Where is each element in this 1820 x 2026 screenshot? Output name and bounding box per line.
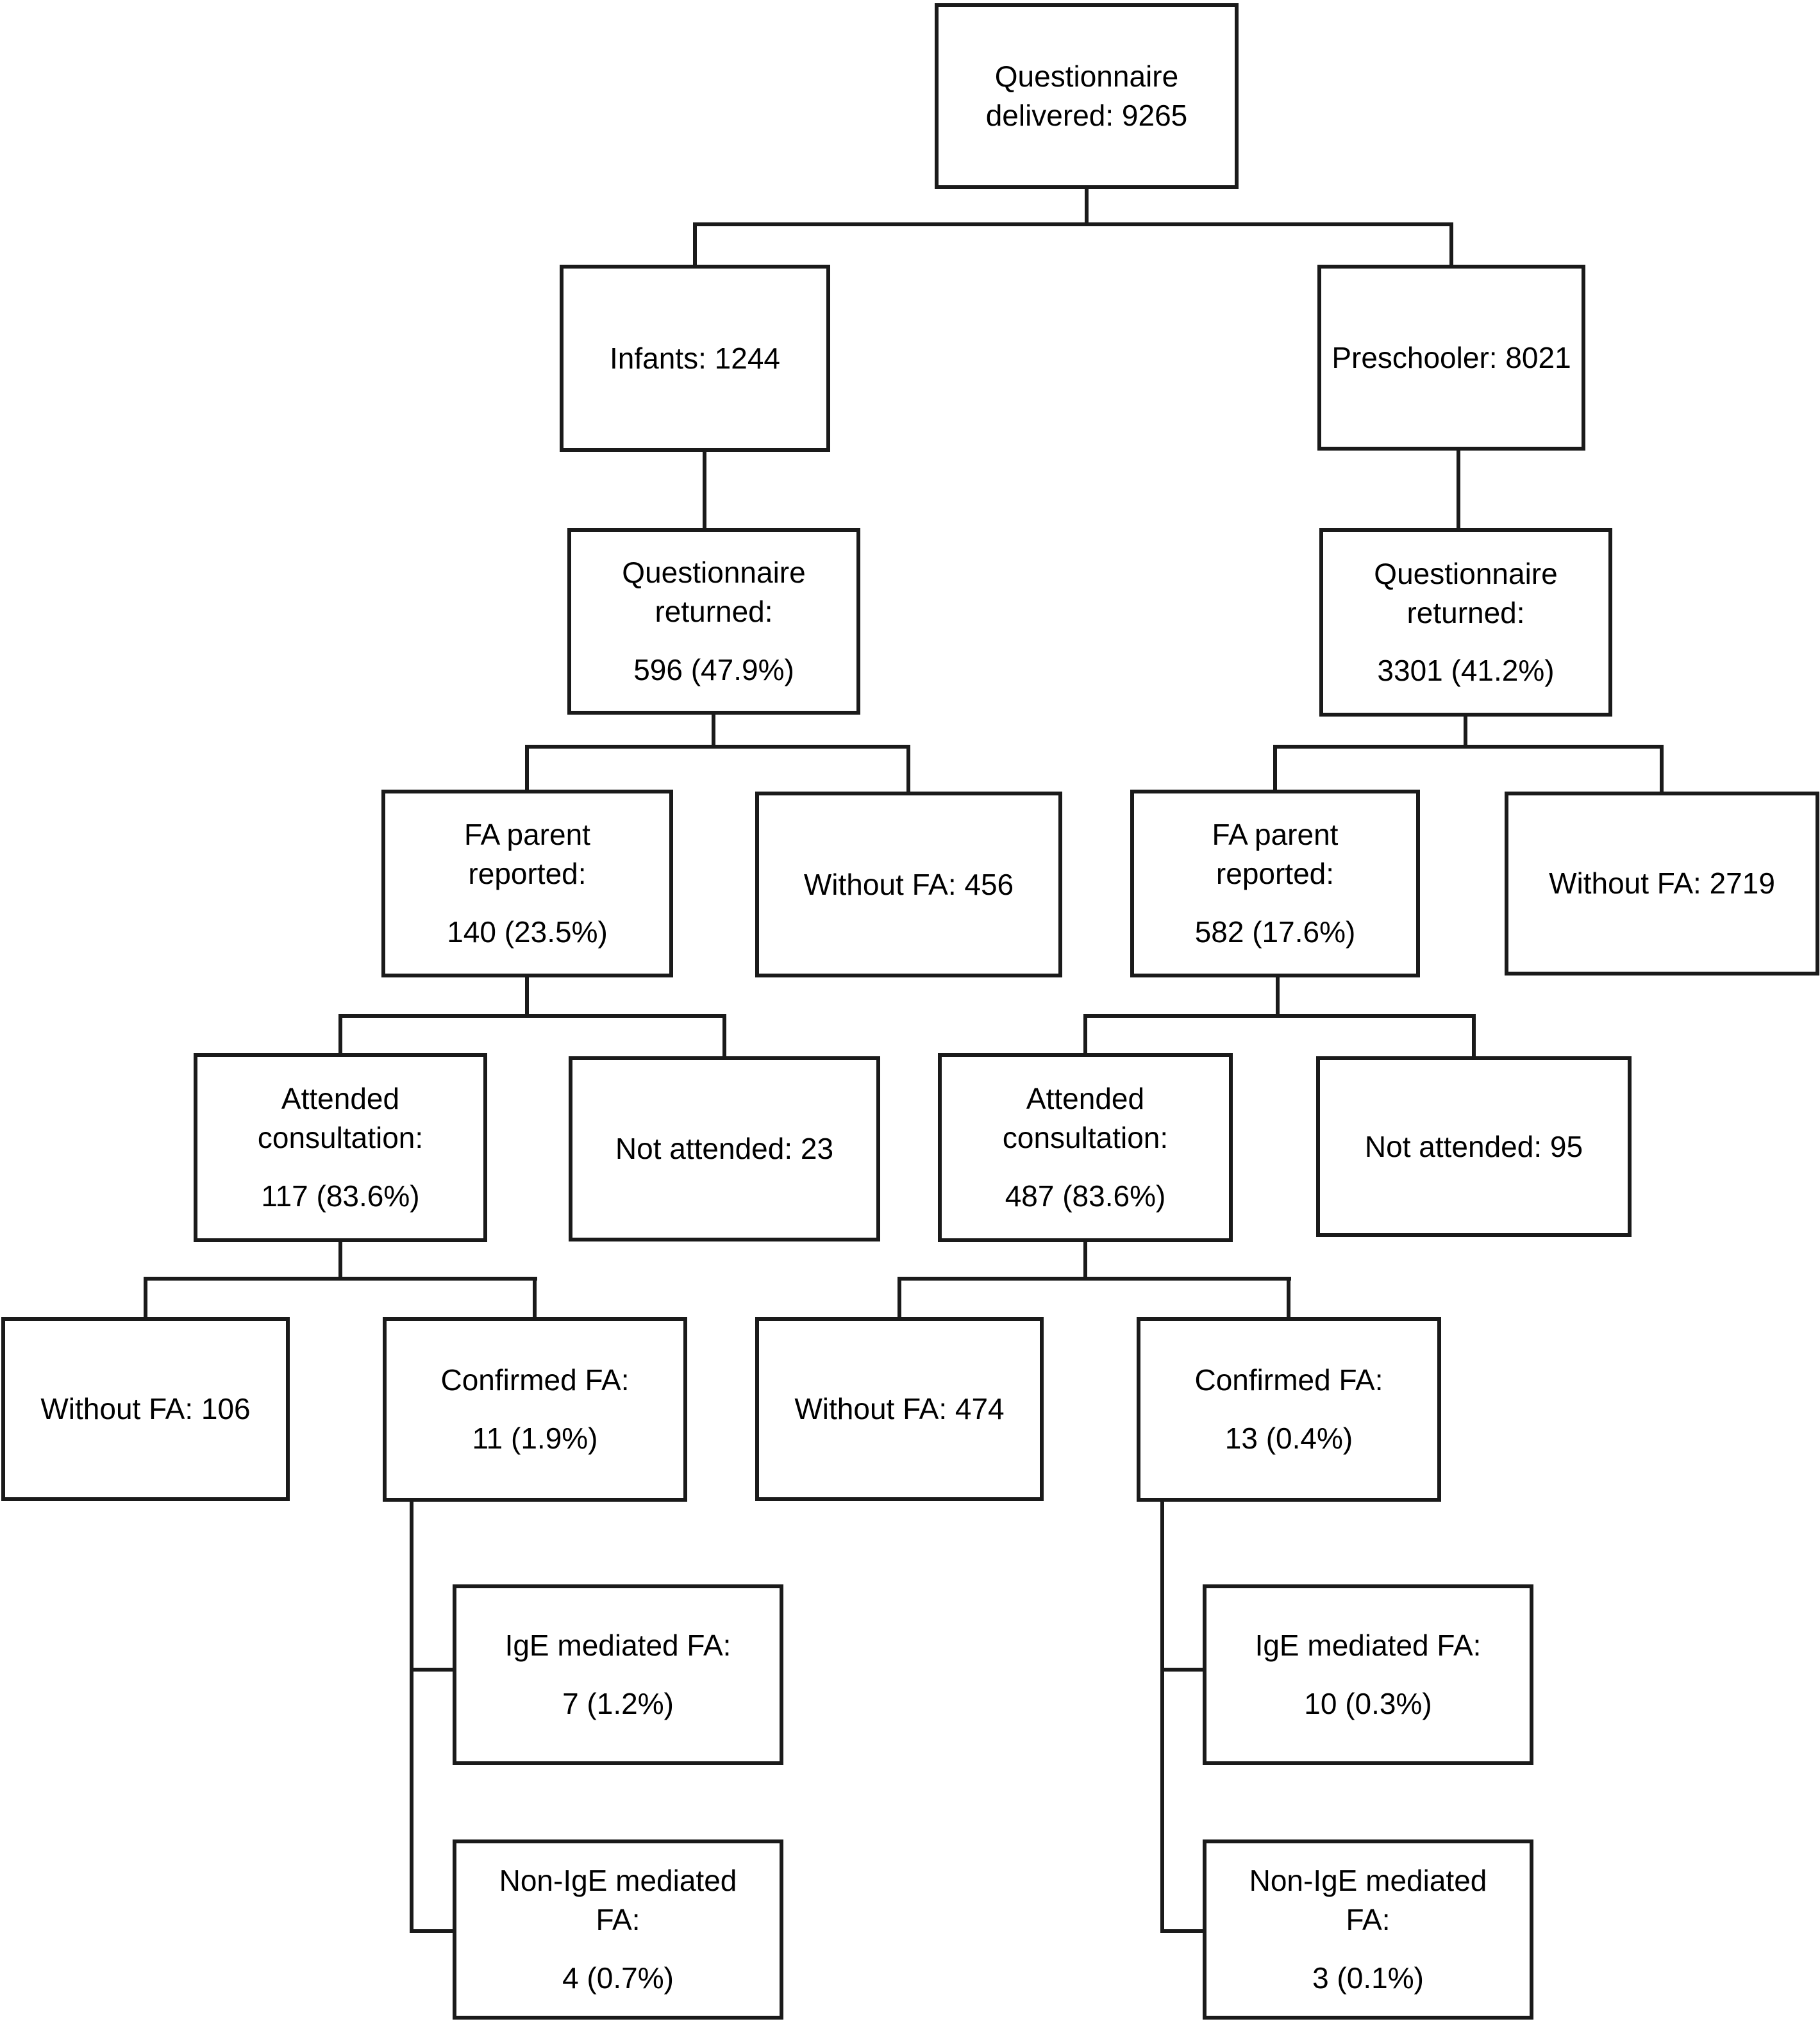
node-value: 4 (0.7%) (562, 1961, 674, 1995)
node-questionnaire-returned-preschooler: Questionnaire returned: 3301 (41.2%) (1319, 528, 1612, 717)
node-label: FA parent reported: (464, 818, 590, 891)
node-label: IgE mediated FA: (1255, 1629, 1482, 1663)
node-infants: Infants: 1244 (560, 265, 830, 452)
node-ige-fa-infants: IgE mediated FA: 7 (1.2%) (453, 1584, 783, 1765)
connector (525, 745, 529, 790)
connector (338, 1242, 342, 1279)
node-fa-parent-reported-preschooler: FA parent reported: 582 (17.6%) (1130, 790, 1420, 977)
connector (1287, 1277, 1290, 1317)
connector (1457, 451, 1460, 528)
connector (897, 1277, 901, 1317)
node-value: 7 (1.2%) (562, 1687, 674, 1720)
connector (1160, 1502, 1164, 1933)
connector (1472, 1014, 1476, 1056)
node-without-fa-consult-infants: Without FA: 106 (1, 1317, 290, 1501)
connector (410, 1502, 413, 1933)
connector (1276, 977, 1280, 1016)
connector (703, 452, 706, 528)
connector (533, 1277, 537, 1317)
connector (144, 1277, 147, 1317)
connector (1660, 745, 1664, 792)
node-label: Non-IgE mediated FA: (499, 1864, 737, 1937)
connector (1464, 717, 1467, 747)
node-label: Without FA: 456 (803, 867, 1014, 901)
node-label: Preschooler: 8021 (1332, 340, 1571, 374)
connector (144, 1277, 537, 1281)
connector (1160, 1929, 1203, 1933)
node-value: 10 (0.3%) (1304, 1687, 1432, 1720)
node-questionnaire-delivered: Questionnaire delivered: 9265 (935, 3, 1239, 189)
node-non-ige-fa-preschooler: Non-IgE mediated FA: 3 (0.1%) (1203, 1839, 1533, 2020)
connector (1160, 1668, 1203, 1672)
node-without-fa-preschooler: Without FA: 2719 (1505, 792, 1819, 976)
node-questionnaire-returned-infants: Questionnaire returned: 596 (47.9%) (567, 528, 860, 715)
node-value: 487 (83.6%) (1005, 1179, 1166, 1213)
node-confirmed-fa-preschooler: Confirmed FA: 13 (0.4%) (1137, 1317, 1441, 1502)
node-label: IgE mediated FA: (505, 1629, 731, 1663)
connector (1083, 1014, 1476, 1018)
connector (1085, 189, 1089, 226)
node-label: Without FA: 2719 (1549, 867, 1775, 901)
node-label: Non-IgE mediated FA: (1249, 1864, 1487, 1937)
connector (1273, 745, 1664, 749)
connector (693, 222, 697, 265)
node-without-fa-infants: Without FA: 456 (755, 792, 1062, 977)
connector (525, 745, 910, 749)
connector (525, 977, 529, 1016)
connector (1449, 222, 1453, 265)
node-value: 3 (0.1%) (1312, 1961, 1424, 1995)
connector (338, 1014, 726, 1018)
node-not-attended-infants: Not attended: 23 (569, 1056, 880, 1241)
node-label: Without FA: 474 (794, 1392, 1005, 1426)
node-value: 13 (0.4%) (1224, 1422, 1353, 1455)
node-without-fa-consult-preschooler: Without FA: 474 (755, 1317, 1044, 1501)
node-not-attended-preschooler: Not attended: 95 (1316, 1056, 1632, 1237)
connector (906, 745, 910, 792)
node-label: Confirmed FA: (1194, 1363, 1383, 1397)
node-label: Not attended: 23 (615, 1132, 834, 1166)
connector (1083, 1242, 1087, 1279)
node-label: Questionnaire returned: (1374, 556, 1558, 629)
node-confirmed-fa-infants: Confirmed FA: 11 (1.9%) (383, 1317, 687, 1502)
connector (722, 1014, 726, 1056)
node-label: Not attended: 95 (1364, 1129, 1583, 1163)
connector (410, 1929, 453, 1933)
connector (410, 1668, 453, 1672)
node-value: 3301 (41.2%) (1377, 654, 1555, 688)
connector (693, 222, 1453, 226)
node-value: 582 (17.6%) (1194, 915, 1356, 949)
node-label: Attended consultation: (257, 1082, 424, 1155)
node-label: FA parent reported: (1212, 818, 1339, 891)
connector (1083, 1014, 1087, 1053)
node-fa-parent-reported-infants: FA parent reported: 140 (23.5%) (381, 790, 673, 977)
node-attended-consultation-preschooler: Attended consultation: 487 (83.6%) (938, 1053, 1233, 1242)
node-value: 596 (47.9%) (633, 652, 794, 686)
node-label: Attended consultation: (1002, 1082, 1169, 1155)
node-preschooler: Preschooler: 8021 (1317, 265, 1585, 451)
node-value: 140 (23.5%) (447, 915, 608, 949)
node-non-ige-fa-infants: Non-IgE mediated FA: 4 (0.7%) (453, 1839, 783, 2020)
connector (1273, 745, 1277, 790)
connector (338, 1014, 342, 1053)
node-label: Confirmed FA: (440, 1363, 630, 1397)
node-attended-consultation-infants: Attended consultation: 117 (83.6%) (194, 1053, 487, 1242)
node-label: Infants: 1244 (610, 341, 780, 375)
connector (897, 1277, 1291, 1281)
node-value: 11 (1.9%) (472, 1422, 598, 1455)
node-ige-fa-preschooler: IgE mediated FA: 10 (0.3%) (1203, 1584, 1533, 1765)
node-label: Questionnaire returned: (622, 556, 806, 629)
connector (712, 715, 715, 747)
node-label: Questionnaire delivered: 9265 (985, 60, 1188, 132)
node-value: 117 (83.6%) (261, 1179, 420, 1213)
node-label: Without FA: 106 (40, 1392, 251, 1426)
